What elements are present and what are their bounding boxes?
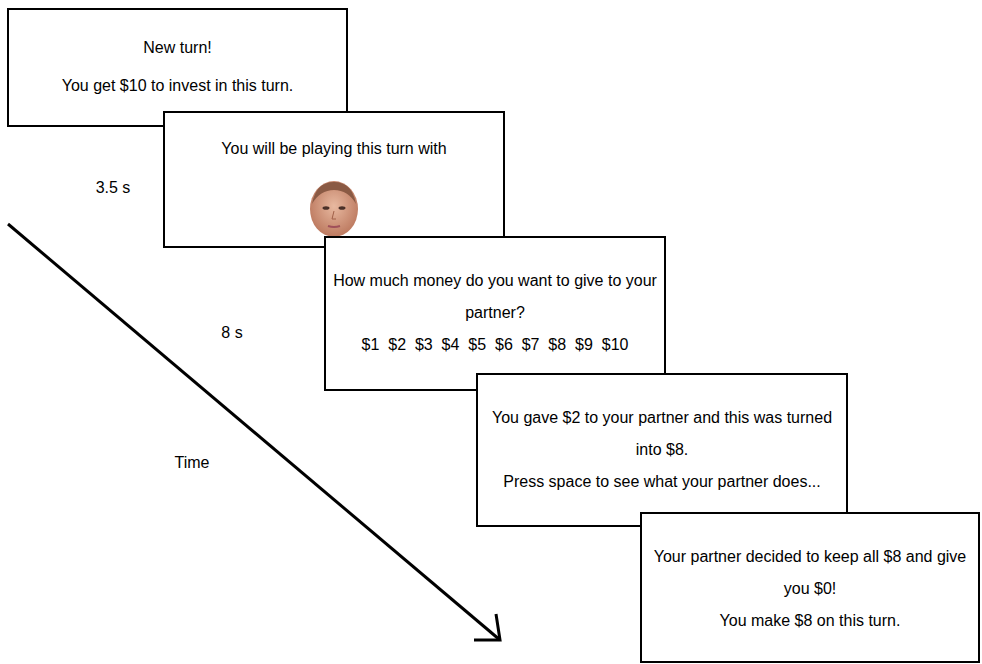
screen-text: You will be playing this turn with bbox=[169, 133, 499, 165]
screen-text: Press space to see what your partner doe… bbox=[482, 466, 842, 498]
screen-text: $1 $2 $3 $4 $5 $6 $7 $8 $9 $10 bbox=[330, 329, 660, 361]
screen-text: You make $8 on this turn. bbox=[646, 605, 974, 637]
screen-box: Your partner decided to keep all $8 and … bbox=[640, 512, 980, 663]
time-label: 3.5 s bbox=[96, 179, 131, 197]
time-label: Time bbox=[175, 454, 210, 472]
time-axis-arrowhead bbox=[474, 614, 500, 640]
time-label: 8 s bbox=[221, 324, 242, 342]
screen-text: You get $10 to invest in this turn. bbox=[13, 67, 342, 105]
screen-box: How much money do you want to give to yo… bbox=[324, 236, 666, 391]
screen-text: How much money do you want to give to yo… bbox=[330, 265, 660, 329]
screen-text: You gave $2 to your partner and this was… bbox=[482, 402, 842, 466]
partner-face bbox=[308, 180, 360, 238]
screen-box: New turn!You get $10 to invest in this t… bbox=[7, 8, 348, 127]
screen-box: You will be playing this turn with bbox=[163, 111, 505, 248]
screen-box: You gave $2 to your partner and this was… bbox=[476, 373, 848, 527]
screen-text: New turn! bbox=[13, 29, 342, 67]
screen-text: Your partner decided to keep all $8 and … bbox=[646, 541, 974, 605]
